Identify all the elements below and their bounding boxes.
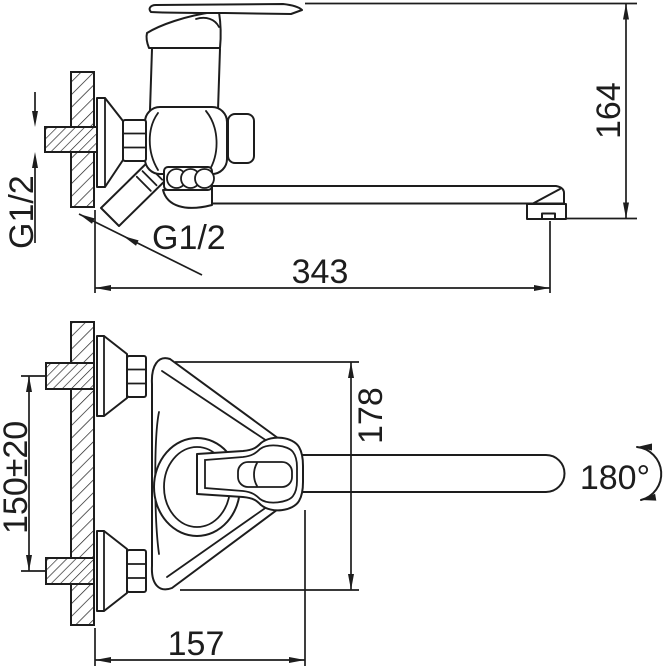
- spout-plan: [298, 454, 566, 493]
- dimension-inlet-thread: G1/2: [3, 92, 41, 249]
- dimension-body-span: 178: [175, 361, 390, 591]
- spout-reach-label: 343: [292, 253, 349, 291]
- body-span-label: 178: [352, 387, 390, 444]
- shower-thread-label: G1/2: [152, 219, 226, 257]
- dimension-overall-height: 164: [305, 2, 637, 220]
- spout: [211, 185, 567, 220]
- label-shower-thread: G1/2: [78, 213, 226, 276]
- swivel-nut: [163, 166, 215, 191]
- annotation-swivel-angle: 180°: [580, 443, 663, 501]
- swivel-arrow-arc: [636, 446, 663, 501]
- spout-flare: [162, 187, 213, 209]
- aerator: [526, 203, 567, 220]
- dimension-spout-reach: 343: [94, 210, 551, 293]
- supply-pipe-plan-top: [45, 362, 95, 390]
- handle-projection-label: 157: [168, 625, 225, 663]
- aerator-notch: [541, 212, 556, 220]
- supply-pipe-plan-bottom: [45, 557, 95, 585]
- swivel-angle-label: 180°: [580, 459, 650, 497]
- overall-height-label: 164: [590, 82, 628, 139]
- dimension-pipe-spacing: 150±20: [0, 375, 46, 572]
- side-view: G1/2 G1/2 343 164: [3, 2, 637, 293]
- handle-column: [149, 48, 221, 111]
- escutcheon-side: [96, 97, 124, 188]
- pipe-spacing-label: 150±20: [0, 421, 35, 534]
- wall-section-plan: [70, 321, 95, 626]
- lever-plan: [196, 436, 304, 512]
- hex-nut-side: [122, 119, 147, 162]
- escutcheon-plan-top: [96, 335, 147, 417]
- inlet-thread-label: G1/2: [3, 175, 41, 249]
- escutcheon-plan-bottom: [96, 530, 147, 612]
- valve-body: [144, 106, 228, 175]
- plan-view: 150±20 178 157 180°: [0, 321, 663, 666]
- diverter-knob: [227, 113, 255, 164]
- lever-handle: [145, 3, 303, 49]
- dimension-handle-projection: 157: [94, 510, 306, 666]
